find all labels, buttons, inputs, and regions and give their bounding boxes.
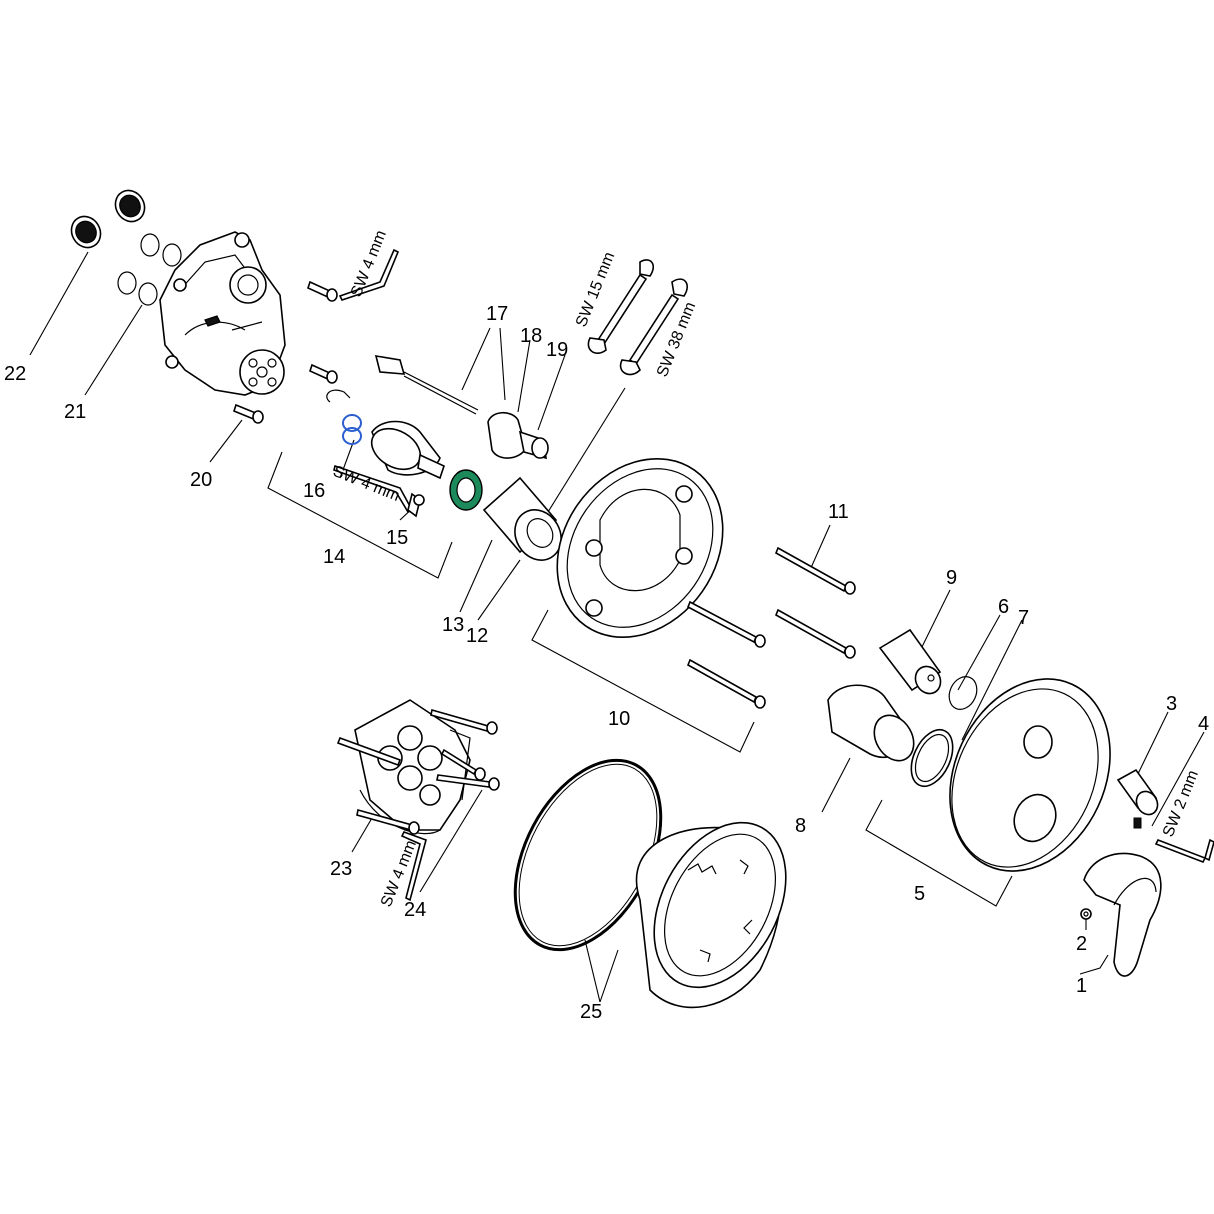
cover-plate-5: [949, 678, 1111, 872]
inserts-22: [70, 189, 146, 249]
hex-key-small: SW 2 mm: [1154, 768, 1214, 864]
knob-3: [1116, 768, 1159, 816]
callout-8: 8: [795, 815, 806, 837]
callout-25: 25: [580, 1001, 602, 1023]
callout-labels: 1 2 3 4 5 6 7 8 9 10 11 12 13 14 15 16 1…: [4, 303, 1209, 1023]
screws-20: [233, 280, 338, 424]
callout-21: 21: [64, 401, 86, 423]
callout-16: 16: [303, 480, 325, 502]
hex-key-bottom: SW 4 mm: [378, 831, 427, 909]
spindle-17: [374, 355, 479, 415]
clip-16: [326, 389, 351, 403]
callout-22: 22: [4, 363, 26, 385]
callout-9: 9: [946, 567, 957, 589]
lever-1: [1083, 852, 1162, 977]
hex-key-small-label: SW 2 mm: [1160, 768, 1202, 839]
valve-body: [159, 231, 286, 396]
callout-6: 6: [998, 596, 1009, 618]
screw-15: [407, 492, 425, 518]
orings-16-blue: [342, 414, 362, 445]
extension-9: [878, 628, 942, 695]
hex-key-top: SW 4 mm: [338, 228, 400, 301]
callout-23: 23: [330, 858, 352, 880]
screw-2: [1080, 908, 1092, 920]
diverter-18-19: [487, 411, 549, 460]
callout-12: 12: [466, 625, 488, 647]
callout-3: 3: [1166, 693, 1177, 715]
grub-screw-4: [1133, 817, 1142, 829]
callout-17: 17: [486, 303, 508, 325]
oring-6: [948, 676, 978, 710]
callout-14: 14: [323, 546, 345, 568]
sleeve-8: [827, 684, 915, 762]
callout-7: 7: [1018, 607, 1029, 629]
callout-13: 13: [442, 614, 464, 636]
trim-ring-25: [635, 821, 787, 1009]
ring-green: [449, 469, 483, 511]
callout-2: 2: [1076, 933, 1087, 955]
sleeve-12-13: [482, 476, 562, 561]
oring-7: [910, 728, 954, 788]
wrench-small: SW 15 mm: [573, 250, 655, 354]
wrench-small-label: SW 15 mm: [573, 250, 618, 330]
callout-18: 18: [520, 325, 542, 347]
cartridge-14: [370, 420, 445, 480]
callout-24: 24: [404, 899, 426, 921]
orings-21: [117, 233, 182, 306]
callout-10: 10: [608, 708, 630, 730]
callout-15: 15: [386, 527, 408, 549]
callout-11: 11: [828, 501, 849, 523]
long-screws-11: [686, 546, 856, 709]
screws-24: [336, 708, 500, 835]
callout-4: 4: [1198, 713, 1209, 735]
callout-20: 20: [190, 469, 212, 491]
leader-lines: [29, 251, 1205, 1003]
mounting-plate-10: [556, 458, 724, 638]
callout-5: 5: [914, 883, 925, 905]
callout-19: 19: [546, 339, 568, 361]
callout-1: 1: [1076, 975, 1087, 997]
